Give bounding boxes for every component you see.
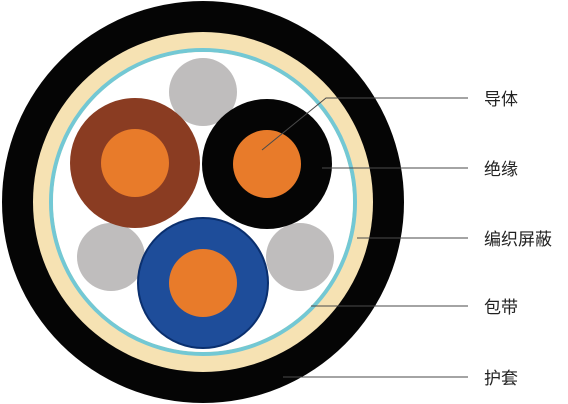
label-insulation: 绝缘 xyxy=(484,160,518,180)
label-conductor: 导体 xyxy=(484,90,518,110)
braid-shield-ring xyxy=(49,48,357,356)
filler-right xyxy=(266,223,334,291)
core-blue-conductor xyxy=(169,249,237,317)
leader-conductor xyxy=(261,97,468,151)
core-brown-conductor xyxy=(101,129,169,197)
filler-left xyxy=(77,223,145,291)
label-tape: 包带 xyxy=(484,298,518,318)
core-black-conductor xyxy=(233,130,301,198)
filler-top xyxy=(169,58,237,126)
label-sheath: 护套 xyxy=(484,369,518,389)
label-braid-shield: 编织屏蔽 xyxy=(484,230,552,250)
